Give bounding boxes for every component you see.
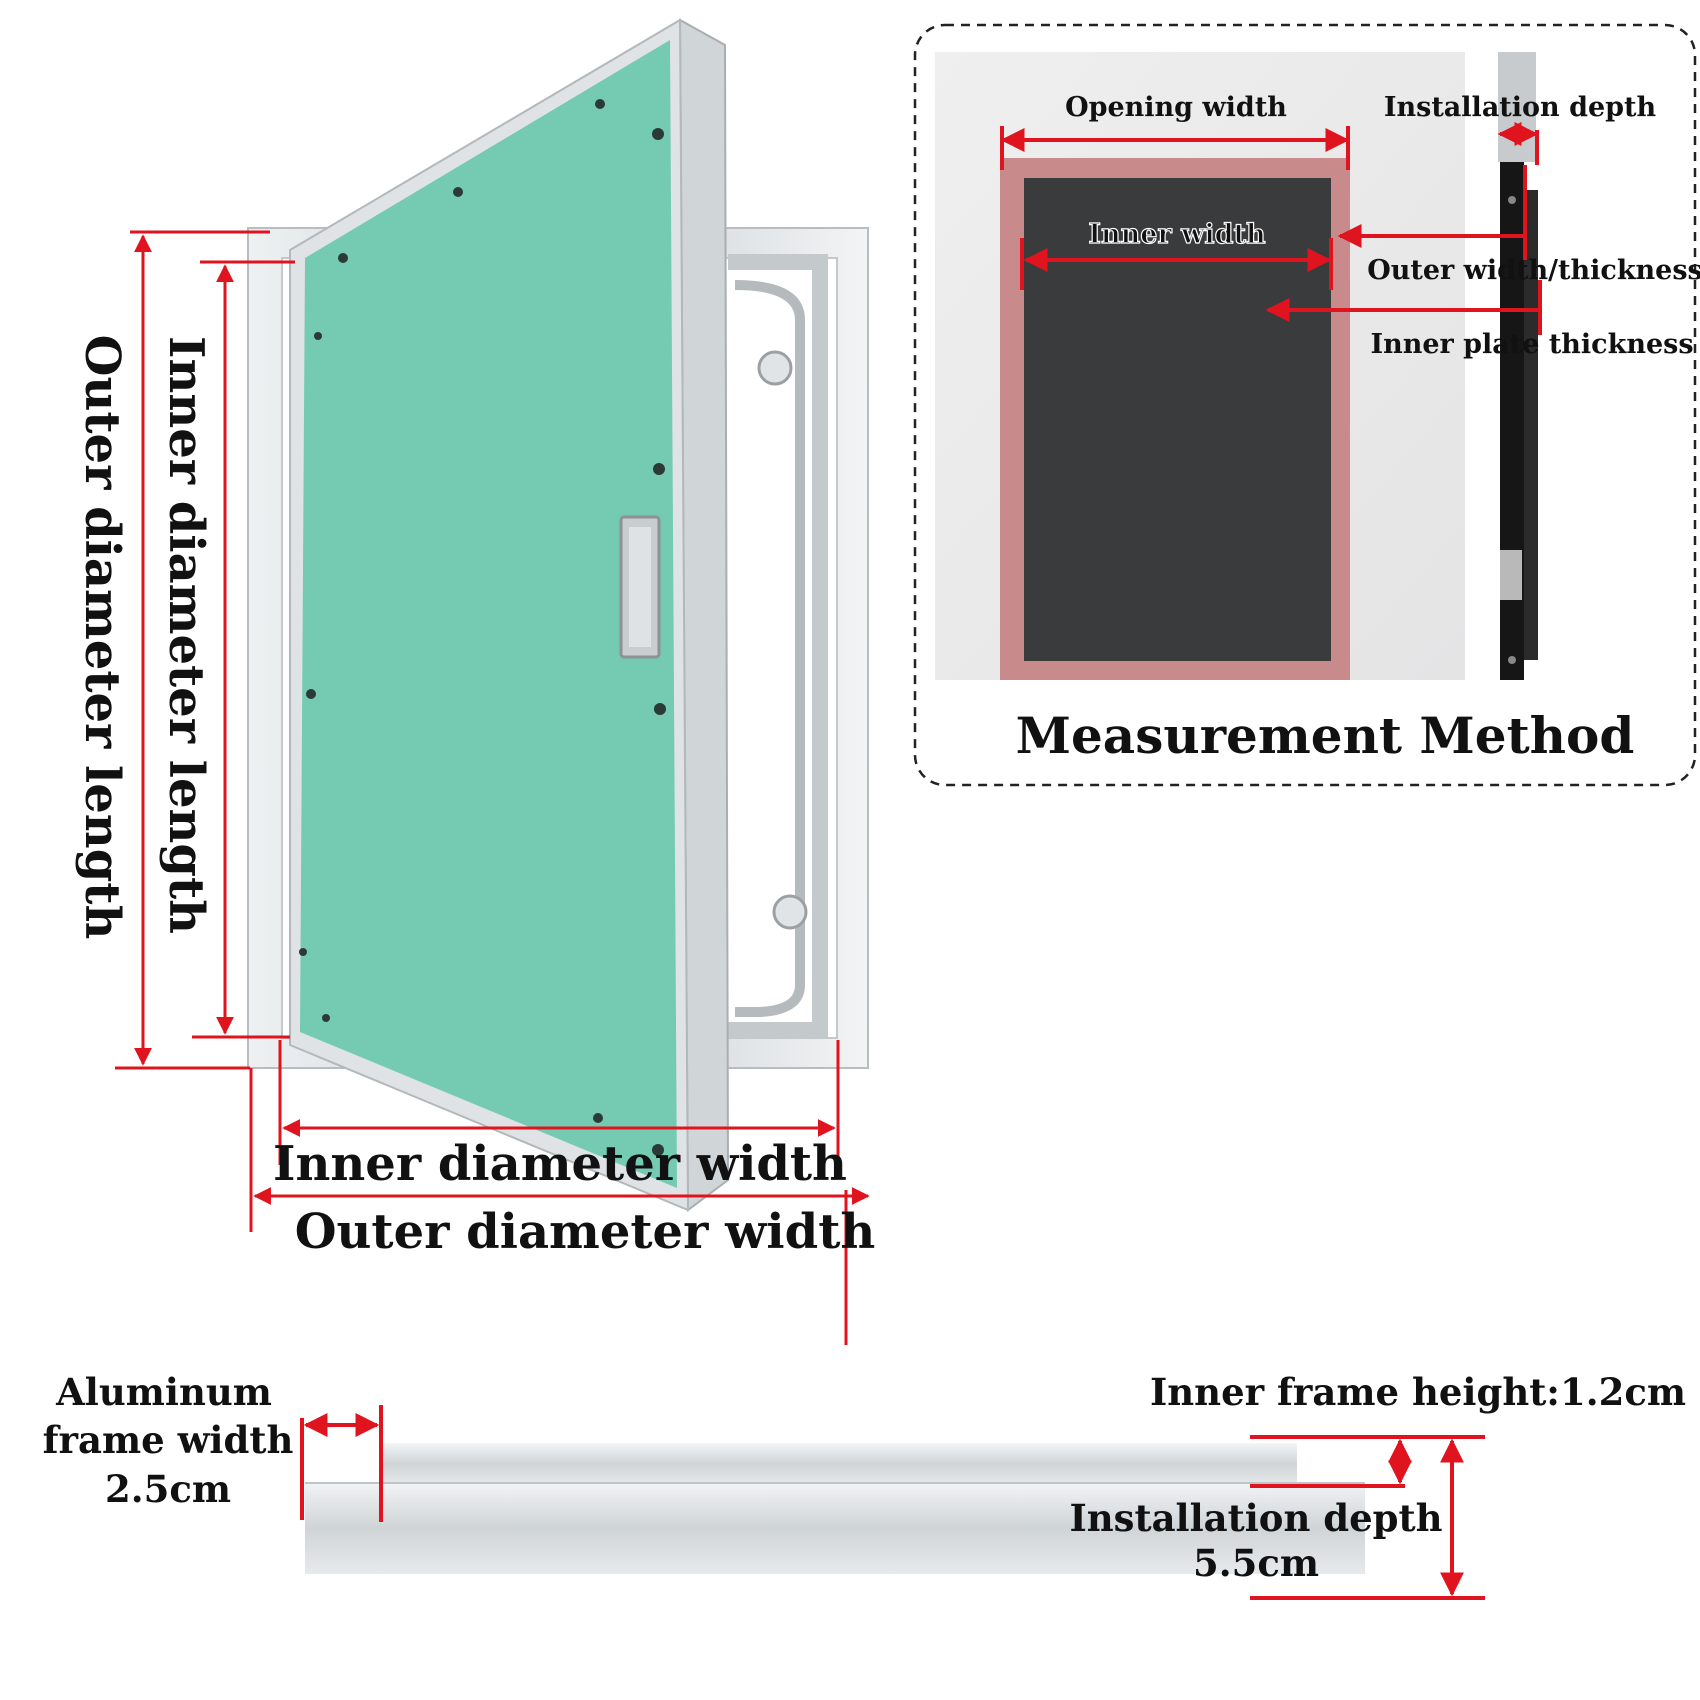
screw-icon — [652, 128, 664, 140]
side-profile-black — [1500, 162, 1524, 680]
side-profile-bracket — [1500, 550, 1522, 600]
door-handle-recess — [629, 527, 651, 647]
opening-width-label: Opening width — [1065, 92, 1287, 123]
aluminum-profile: Aluminum frame width 2.5cm Inner frame h… — [43, 1370, 1686, 1600]
install-depth-label-line1: Installation depth — [1069, 1496, 1442, 1540]
profile-lower-body — [305, 1482, 1365, 1574]
screw-icon — [338, 253, 348, 263]
install-depth-value: 5.5cm — [1193, 1541, 1319, 1585]
outer-diameter-width-label: Outer diameter width — [295, 1204, 876, 1260]
inner-frame-height-label: Inner frame height:1.2cm — [1150, 1370, 1686, 1414]
screw-icon — [654, 703, 666, 715]
frame-width-value: 2.5cm — [105, 1467, 231, 1511]
inner-diameter-width-label: Inner diameter width — [273, 1136, 847, 1192]
screw-icon — [306, 689, 316, 699]
profile-upper-step — [382, 1443, 1297, 1485]
measurement-method-panel: Opening width Installation depth Inner w… — [913, 23, 1700, 787]
screw-icon — [593, 1113, 603, 1123]
side-profile-edge — [1524, 190, 1538, 660]
frame-width-label-line1: Aluminum — [55, 1370, 272, 1414]
panel-screws — [299, 99, 666, 1156]
inner-frame-channel-inner — [734, 280, 805, 1017]
hinge-lug-icon — [772, 894, 808, 930]
inner-diameter-length-label: Inner diameter length — [158, 336, 214, 934]
outer-diameter-length-label: Outer diameter length — [74, 335, 130, 940]
door-dimensions: Outer diameter length Inner diameter len… — [74, 230, 876, 1345]
inner-plate-thickness-label: Inner plate thickness — [1370, 329, 1693, 360]
screw-icon — [314, 332, 322, 340]
installation-depth-label: Installation depth — [1384, 92, 1657, 123]
hinge-lug-icon — [757, 350, 793, 386]
screw-icon — [1508, 196, 1516, 204]
green-gypsum-board — [300, 40, 677, 1188]
measurement-method-title: Measurement Method — [1016, 706, 1635, 765]
screw-icon — [595, 99, 605, 109]
screw-icon — [1508, 656, 1516, 664]
screw-icon — [453, 187, 463, 197]
frame-width-label-line2: frame width — [43, 1418, 294, 1462]
outer-width-thickness-label: Outer width/thickness — [1367, 255, 1700, 286]
screw-icon — [652, 1144, 664, 1156]
screw-icon — [653, 463, 665, 475]
access-door — [247, 18, 869, 1212]
screw-icon — [322, 1014, 330, 1022]
inner-frame-channel — [728, 254, 828, 1038]
screw-icon — [299, 948, 307, 956]
opening-dark-inside — [1024, 178, 1331, 661]
panel-dashed-border — [913, 23, 1697, 787]
inner-width-label: Inner width — [1088, 219, 1266, 250]
